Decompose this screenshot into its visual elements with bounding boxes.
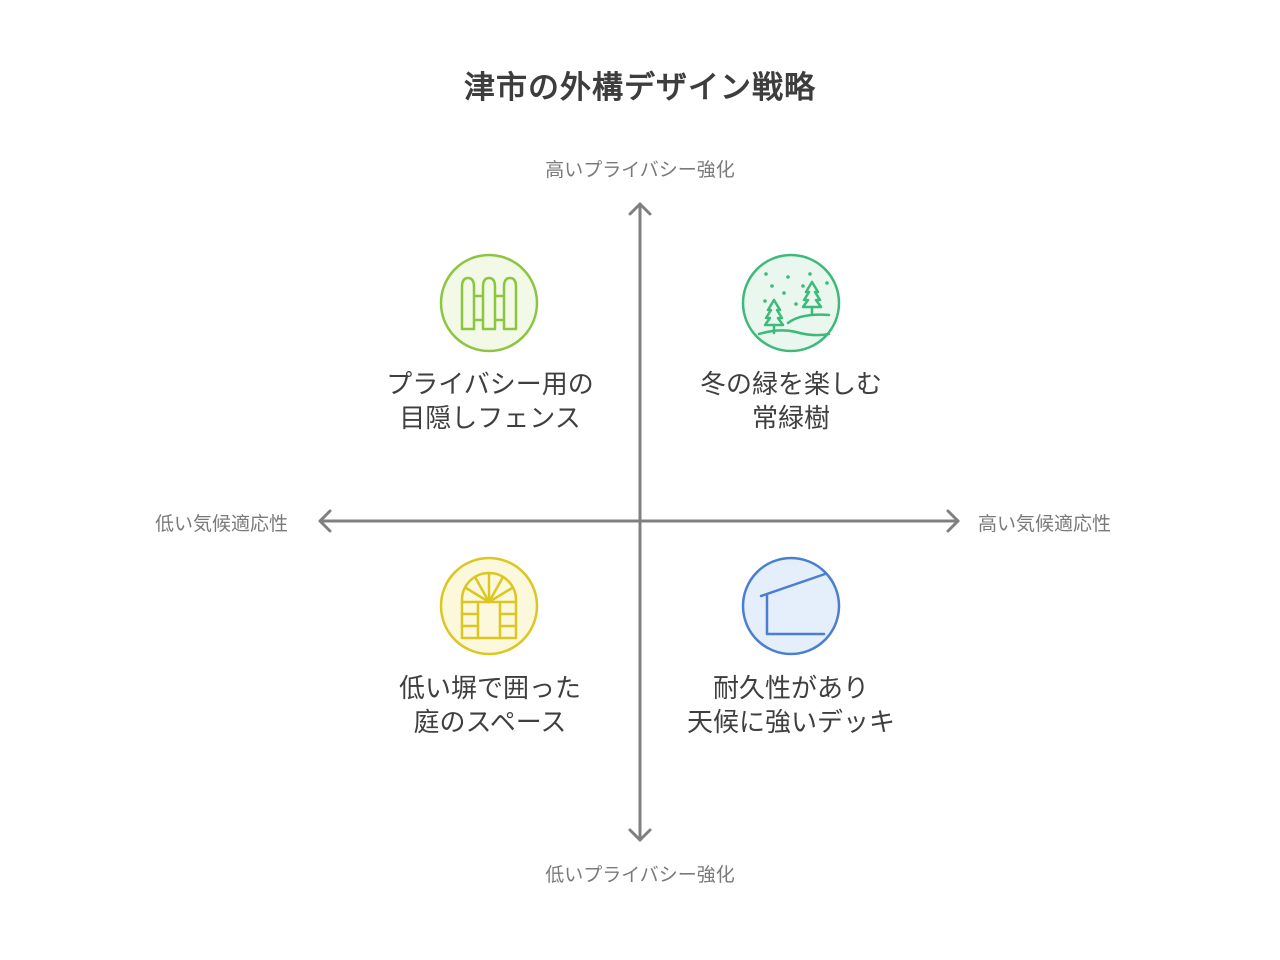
label-line-1: 耐久性があり xyxy=(712,674,869,704)
arrow-left-icon xyxy=(318,509,332,533)
y-axis-top-label: 高いプライバシー強化 xyxy=(545,159,735,181)
label-line-1: 低い塀で囲った xyxy=(398,674,581,704)
label-line-2: 庭のスペース xyxy=(413,708,567,738)
label-line-2: 目隠しフェンス xyxy=(399,404,581,434)
arrow-down-icon xyxy=(628,828,652,842)
deck-shelter-icon xyxy=(741,556,841,656)
quadrant-top-left-label: プライバシー用の 目隠しフェンス xyxy=(340,368,640,436)
label-line-1: 冬の緑を楽しむ xyxy=(699,370,882,400)
evergreen-trees-icon xyxy=(741,253,841,353)
x-axis-right-label: 高い気候適応性 xyxy=(978,513,1112,535)
label-line-2: 常緑樹 xyxy=(751,404,830,434)
arrow-right-icon xyxy=(946,509,960,533)
fence-icon xyxy=(439,253,539,353)
label-line-1: プライバシー用の xyxy=(386,370,594,400)
label-line-2: 天候に強いデッキ xyxy=(686,708,895,738)
quadrant-top-right-label: 冬の緑を楽しむ 常緑樹 xyxy=(641,368,941,436)
quadrant-bottom-left-label: 低い塀で囲った 庭のスペース xyxy=(340,672,640,740)
arrow-up-icon xyxy=(628,202,652,216)
diagram-title: 津市の外構デザイン戦略 xyxy=(464,70,816,106)
x-axis-left-label: 低い気候適応性 xyxy=(155,513,289,535)
quadrant-bottom-right-label: 耐久性があり 天候に強いデッキ xyxy=(641,672,941,740)
arched-garden-gate-icon xyxy=(439,556,539,656)
y-axis-bottom-label: 低いプライバシー強化 xyxy=(545,864,735,886)
